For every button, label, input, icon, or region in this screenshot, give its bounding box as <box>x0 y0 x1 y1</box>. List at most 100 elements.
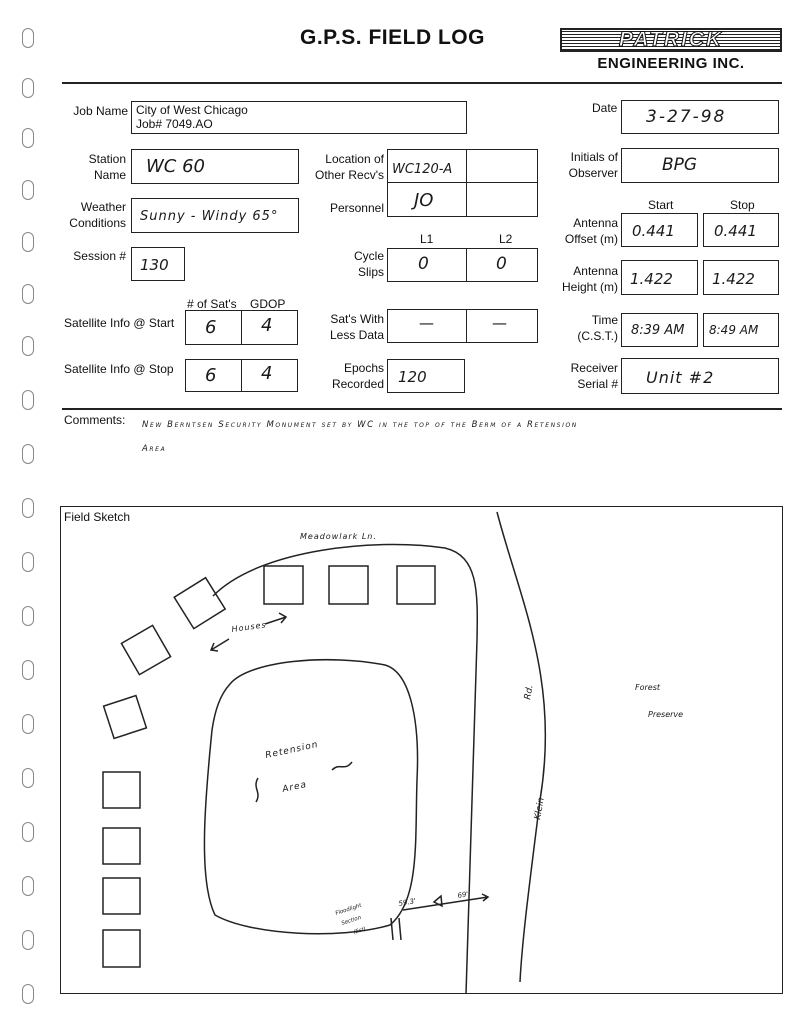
house-square <box>102 771 141 809</box>
antenna-offset-label-1: Antenna <box>573 216 618 230</box>
arrow-icon <box>264 612 288 625</box>
retension-label-1: Retension <box>265 740 320 761</box>
num-sats-header: # of Sat's <box>187 297 237 311</box>
logo-subtitle: ENGINEERING INC. <box>597 55 745 72</box>
gdop-header: GDOP <box>250 297 286 311</box>
cycle-slips-field[interactable] <box>387 248 538 282</box>
forest-label-2: Preserve <box>648 710 683 719</box>
binder-hole <box>22 232 34 252</box>
header-rule <box>62 82 782 84</box>
receiver-field[interactable]: Unit #2 <box>621 358 779 394</box>
sat-start-num: 6 <box>205 317 217 338</box>
initials-field[interactable]: BPG <box>621 148 779 183</box>
stop-header: Stop <box>730 198 755 212</box>
logo-wordmark: PATRICK <box>618 28 724 51</box>
l1-header: L1 <box>420 232 434 246</box>
houses-label: Houses <box>231 620 267 634</box>
street-edge-inner <box>212 543 479 995</box>
epochs-field[interactable]: 120 <box>387 359 465 393</box>
initials-value: BPG <box>662 155 698 175</box>
antenna-height-stop-field[interactable]: 1.422 <box>703 260 779 295</box>
comments-label: Comments: <box>64 413 126 427</box>
job-name-field[interactable]: City of West Chicago Job# 7049.AO <box>131 101 467 134</box>
location-value[interactable]: WC120-A <box>392 162 453 177</box>
initials-label-2: Observer <box>568 166 618 180</box>
job-name-label: Job Name <box>73 104 128 118</box>
binder-hole <box>22 930 34 950</box>
job-name-line2: Job# 7049.AO <box>136 117 213 131</box>
personnel-label: Personnel <box>329 201 384 215</box>
station-label-1: Station <box>88 152 126 166</box>
cycle-slips-l2: 0 <box>496 254 507 274</box>
sat-start-label: Satellite Info @ Start <box>64 316 175 330</box>
less-data-l1: — <box>419 314 434 332</box>
antenna-offset-stop: 0.441 <box>714 222 757 240</box>
time-start: 8:39 AM <box>631 323 685 338</box>
comments-rule <box>62 408 782 410</box>
monument-label-2: Section <box>341 915 363 927</box>
less-data-l2: — <box>492 314 507 332</box>
station-name-field[interactable]: WC 60 <box>131 149 299 184</box>
weather-field[interactable]: Sunny - Windy 65° <box>131 198 299 233</box>
binder-hole <box>22 128 34 148</box>
location-label-1: Location of <box>325 152 384 166</box>
session-label: Session # <box>73 249 126 263</box>
binder-hole <box>22 876 34 896</box>
binder-hole <box>22 552 34 572</box>
epochs-value: 120 <box>398 368 427 386</box>
weather-label-1: Weather <box>80 200 126 214</box>
weather-value: Sunny - Windy 65° <box>140 209 279 224</box>
binder-hole <box>22 498 34 518</box>
house-square <box>173 576 227 630</box>
squiggle-mark <box>331 761 353 771</box>
road-label-1: Rd. <box>523 684 535 700</box>
antenna-offset-start: 0.441 <box>632 222 675 240</box>
binder-hole <box>22 444 34 464</box>
time-stop-field[interactable]: 8:49 AM <box>703 313 779 347</box>
epochs-label-2: Recorded <box>331 377 384 391</box>
less-data-label-2: Less Data <box>329 328 384 342</box>
comments-line2[interactable]: Area <box>142 444 167 454</box>
time-start-field[interactable]: 8:39 AM <box>621 313 698 347</box>
less-data-field[interactable] <box>387 309 538 343</box>
house-square <box>102 929 141 968</box>
sat-start-gdop: 4 <box>261 315 273 336</box>
antenna-height-start-field[interactable]: 1.422 <box>621 260 698 295</box>
receiver-label-1: Receiver <box>570 361 618 375</box>
field-sketch-frame <box>60 506 783 994</box>
station-value: WC 60 <box>146 156 205 177</box>
receiver-value: Unit #2 <box>646 368 715 387</box>
binder-hole <box>22 660 34 680</box>
grid-divider <box>466 309 467 343</box>
cycle-slips-l1: 0 <box>418 254 429 274</box>
personnel-value[interactable]: JO <box>414 190 434 211</box>
binder-hole <box>22 714 34 734</box>
location-label-2: Other Recv's <box>315 168 384 182</box>
session-value: 130 <box>140 256 169 274</box>
session-field[interactable]: 130 <box>131 247 185 281</box>
cycle-slips-label-2: Slips <box>357 265 384 279</box>
time-label-2: (C.S.T.) <box>577 329 618 343</box>
station-label-2: Name <box>93 168 126 182</box>
distance-line <box>402 893 490 911</box>
binder-hole <box>22 78 34 98</box>
sat-stop-num: 6 <box>205 365 217 386</box>
road-label-2: Klein <box>533 797 547 821</box>
epochs-label-1: Epochs <box>343 361 384 375</box>
comments-line1[interactable]: New Berntsen Security Monument set by WC… <box>142 420 578 430</box>
cycle-slips-label-1: Cycle <box>353 249 384 263</box>
date-label: Date <box>592 101 618 115</box>
field-sketch-label: Field Sketch <box>64 510 131 524</box>
binder-hole <box>22 390 34 410</box>
antenna-offset-start-field[interactable]: 0.441 <box>621 213 698 247</box>
retention-pond <box>203 658 419 935</box>
binder-hole <box>22 822 34 842</box>
house-square <box>102 827 141 865</box>
company-logo: PATRICK <box>560 28 782 52</box>
binder-hole <box>22 180 34 200</box>
date-field[interactable]: 3-27-98 <box>621 100 779 134</box>
sat-stop-label: Satellite Info @ Stop <box>64 362 174 376</box>
antenna-offset-stop-field[interactable]: 0.441 <box>703 213 779 247</box>
street-edge-outer <box>496 511 547 983</box>
